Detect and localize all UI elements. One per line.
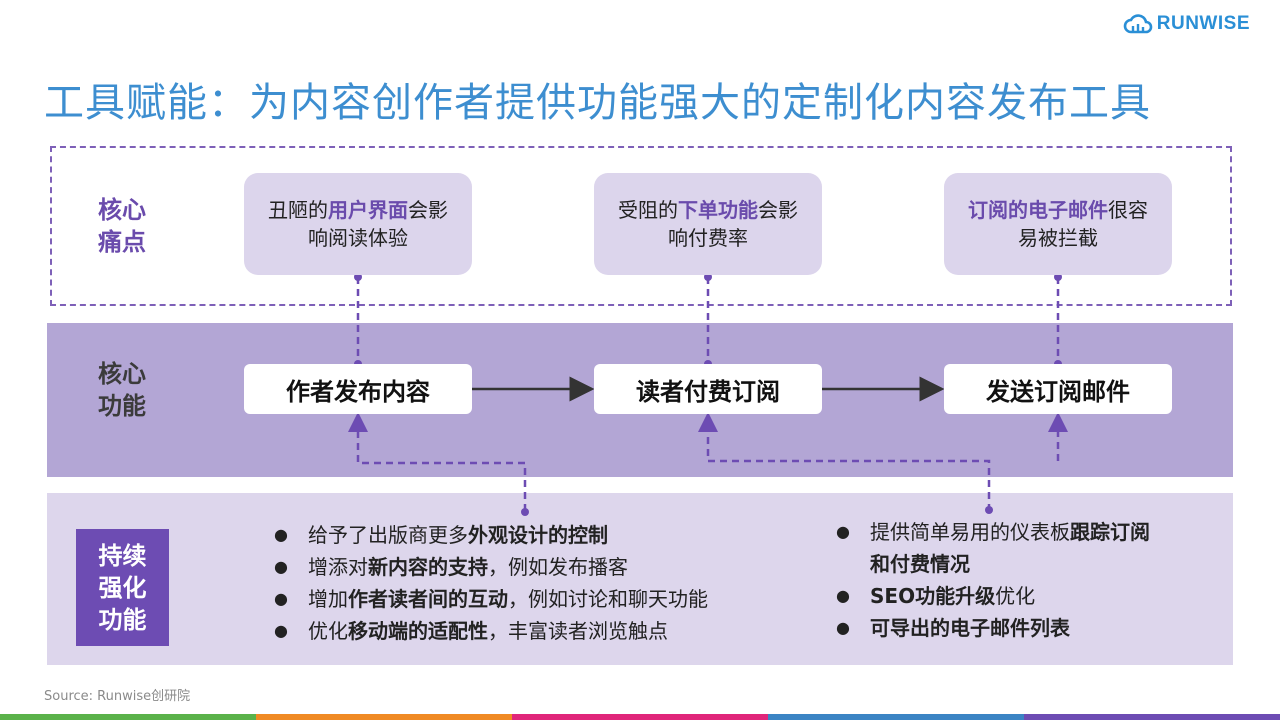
enhance-list-right: 提供简单易用的仪表板跟踪订阅和付费情况 SEO功能升级优化 可导出的电子邮件列表 (836, 516, 1156, 644)
pain-card-ui: 丑陋的用户界面会影响阅读体验 (244, 173, 472, 275)
source-note: Source: Runwise创研院 (44, 689, 191, 704)
list-item: SEO功能升级优化 (836, 580, 1156, 612)
pain-text-post: 会影响阅读体验 (308, 198, 448, 250)
logo-text: RUNWISE (1156, 13, 1250, 34)
pain-card-email: 订阅的电子邮件很容易被拦截 (944, 173, 1172, 275)
pain-text-highlight: 订阅的电子邮件 (968, 198, 1108, 222)
pain-row-label: 核心痛点 (98, 196, 146, 256)
footer-segment (0, 714, 256, 720)
footer-segment (256, 714, 512, 720)
pain-card-text: 受阻的下单功能会影响付费率 (613, 196, 803, 252)
enhance-row-label: 持续强化功能 (76, 529, 169, 646)
cloud-logo-icon (1123, 14, 1152, 34)
pain-text-pre: 丑陋的 (268, 198, 328, 222)
function-publish: 作者发布内容 (244, 364, 472, 414)
list-item: 可导出的电子邮件列表 (836, 612, 1156, 644)
function-subscribe: 读者付费订阅 (594, 364, 822, 414)
list-item: 优化移动端的适配性，丰富读者浏览触点 (274, 615, 794, 647)
function-send-email: 发送订阅邮件 (944, 364, 1172, 414)
pain-text-highlight: 用户界面 (328, 198, 408, 222)
enhance-list-left: 给予了出版商更多外观设计的控制 增添对新内容的支持，例如发布播客 增加作者读者间… (274, 519, 794, 647)
pain-card-text: 订阅的电子邮件很容易被拦截 (963, 196, 1153, 252)
brand-logo: RUNWISE (1123, 12, 1250, 36)
footer-segment (768, 714, 1024, 720)
list-item: 增添对新内容的支持，例如发布播客 (274, 551, 794, 583)
pain-text-highlight: 下单功能 (678, 198, 758, 222)
footer-color-bar (0, 714, 1280, 720)
footer-segment (1024, 714, 1280, 720)
list-item: 提供简单易用的仪表板跟踪订阅和付费情况 (836, 516, 1156, 580)
pain-card-checkout: 受阻的下单功能会影响付费率 (594, 173, 822, 275)
page-title: 工具赋能：为内容创作者提供功能强大的定制化内容发布工具 (44, 80, 1151, 126)
pain-text-pre: 受阻的 (618, 198, 678, 222)
pain-card-text: 丑陋的用户界面会影响阅读体验 (263, 196, 453, 252)
pain-text-post: 会影响付费率 (668, 198, 798, 250)
footer-segment (512, 714, 768, 720)
list-item: 增加作者读者间的互动，例如讨论和聊天功能 (274, 583, 794, 615)
core-row-label: 核心功能 (98, 360, 146, 420)
pain-text-post: 很容易被拦截 (1018, 198, 1148, 250)
pain-points-region (50, 146, 1232, 306)
enhance-row-label-text: 持续强化功能 (98, 541, 147, 634)
list-item: 给予了出版商更多外观设计的控制 (274, 519, 794, 551)
